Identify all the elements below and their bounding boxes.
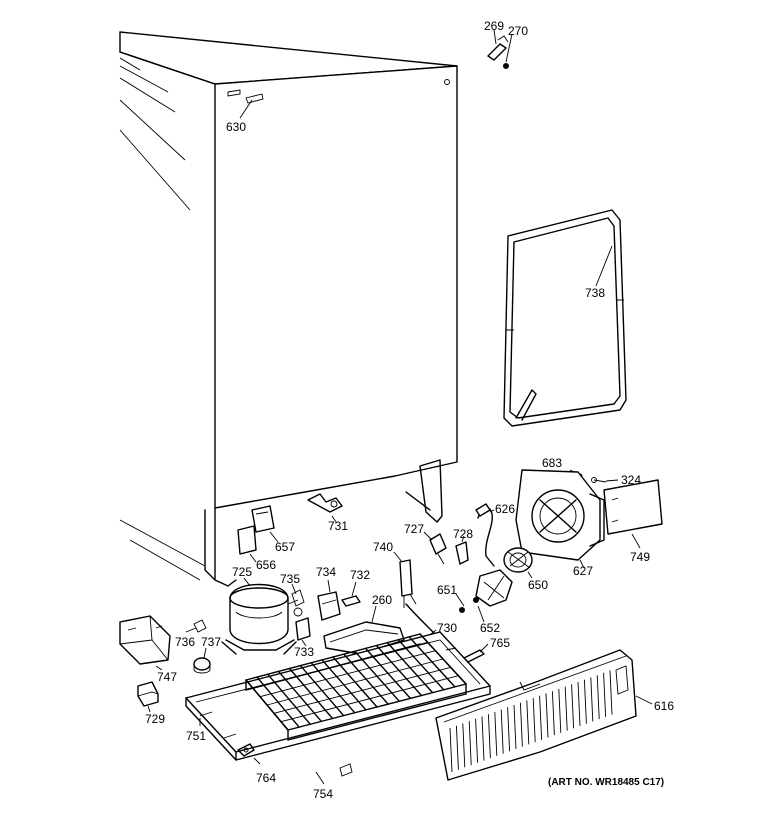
part-label-764: 764: [256, 771, 276, 785]
fan-motor-650: [503, 547, 533, 579]
compressor-725: [221, 577, 299, 655]
valves-727-728-740: [393, 531, 469, 608]
part-label-735: 735: [280, 572, 300, 586]
part-label-652: 652: [480, 621, 500, 635]
part-label-725: 725: [232, 565, 252, 579]
fan-shroud-627: [515, 469, 605, 569]
part-label-733: 733: [294, 645, 314, 659]
part-label-728: 728: [453, 527, 473, 541]
part-label-736: 736: [175, 635, 195, 649]
part-label-738: 738: [585, 286, 605, 300]
fan-blade-651-652: [455, 569, 513, 623]
part-label-754: 754: [313, 787, 333, 801]
part-label-765: 765: [490, 636, 510, 650]
part-label-749: 749: [630, 550, 650, 564]
part-label-269: 269: [484, 19, 504, 33]
lamp-assembly-269-270: [487, 29, 513, 69]
gasket-frame-738: [503, 209, 627, 427]
cover-plate-749: [603, 479, 663, 549]
part-label-270: 270: [508, 24, 528, 38]
part-label-731: 731: [328, 519, 348, 533]
bracket-731: [307, 493, 343, 523]
electrical-735-733-734-732: [291, 579, 361, 647]
refrigerator-cabinet: [119, 31, 458, 587]
grille-616: [435, 649, 653, 781]
part-label-630: 630: [226, 120, 246, 134]
part-label-727: 727: [404, 522, 424, 536]
part-label-732: 732: [350, 568, 370, 582]
part-label-616: 616: [654, 699, 674, 713]
part-label-627: 627: [573, 564, 593, 578]
part-label-740: 740: [373, 540, 393, 554]
clip-765: [463, 643, 489, 663]
part-label-737: 737: [201, 635, 221, 649]
part-label-683: 683: [542, 456, 562, 470]
coil-frame: [245, 633, 467, 741]
art-number-note: (ART NO. WR18485 C17): [548, 777, 664, 788]
part-labels: 269 270 630 738 683 324 626 627 749 731 …: [145, 19, 674, 801]
part-label-656: 656: [256, 558, 276, 572]
grille-vent-slots: [449, 670, 613, 773]
wire-626: [475, 503, 495, 567]
part-label-747: 747: [157, 670, 177, 684]
clips-764-754: [237, 743, 353, 785]
part-label-729: 729: [145, 712, 165, 726]
part-label-324: 324: [621, 473, 641, 487]
part-label-626: 626: [495, 502, 515, 516]
part-label-657: 657: [275, 540, 295, 554]
part-label-734: 734: [316, 565, 336, 579]
part-label-651: 651: [437, 583, 457, 597]
part-label-650: 650: [528, 578, 548, 592]
small-parts-736-737-747-729: [119, 615, 211, 713]
brackets-657-656: [237, 505, 279, 563]
part-label-260: 260: [372, 593, 392, 607]
part-label-730: 730: [437, 621, 457, 635]
part-label-751: 751: [186, 729, 206, 743]
leader-630: [239, 99, 253, 119]
